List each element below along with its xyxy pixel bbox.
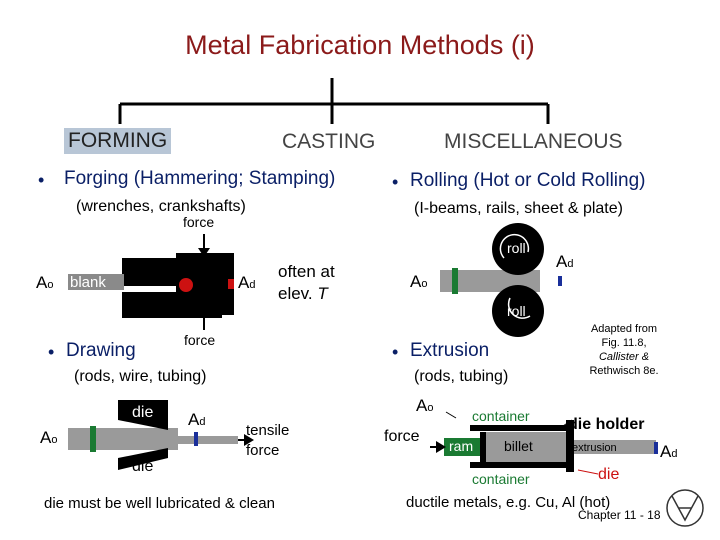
- forging-die-label: die: [96, 248, 118, 265]
- rolling-ad: Ad: [556, 252, 574, 271]
- drawing-die-top: die: [132, 404, 154, 421]
- extrusion-heading: Extrusion: [410, 340, 490, 361]
- die-holder-block: [566, 420, 574, 472]
- drawing-note: die must be well lubricated & clean: [44, 495, 275, 512]
- container-top-wall: [470, 425, 566, 431]
- die-holder-label: die holder: [568, 416, 645, 433]
- roll-bottom-label: roll: [507, 303, 526, 319]
- rolling-green-marker: [452, 268, 458, 294]
- drawn-wire: [168, 436, 238, 444]
- tensile-arrow: [244, 434, 254, 446]
- extrusion-diagram: [430, 411, 658, 475]
- tensile-line1: tensile: [246, 422, 290, 439]
- citation-line4: Rethwisch 8e.: [589, 365, 659, 377]
- roll-top-label: roll: [507, 240, 526, 256]
- extrusion-die-label: die: [598, 466, 620, 483]
- forging-force-top: force: [183, 214, 215, 230]
- drawing-heading: Drawing: [66, 340, 136, 361]
- blank-bar: [68, 274, 124, 290]
- ram-label: ram: [449, 438, 474, 454]
- forging-force-bottom: force: [184, 332, 216, 348]
- roll-bottom: [492, 285, 544, 337]
- extrusion-bar-label: extrusion: [572, 442, 617, 454]
- extrusion-ad: Ad: [660, 442, 678, 461]
- force-arrow-right: [436, 441, 446, 453]
- forging-diagram: [68, 234, 234, 330]
- extrusion-bullet: •: [392, 342, 399, 362]
- forging-ad: Ad: [238, 273, 256, 292]
- die-top-shape: [118, 400, 168, 430]
- container-bottom-label: container: [472, 471, 530, 487]
- container-top-label: container: [472, 408, 530, 424]
- category-forming: FORMING: [64, 128, 172, 154]
- forging-note-line1: often at: [278, 262, 335, 281]
- forging-examples: (wrenches, crankshafts): [76, 198, 246, 215]
- page-title: Metal Fabrication Methods (i): [185, 30, 535, 60]
- footer-logo-icon: [666, 489, 704, 527]
- hierarchy-lines: [118, 78, 550, 124]
- extrusion-bar: [574, 440, 656, 454]
- category-casting: CASTING: [282, 130, 376, 153]
- rolling-blue-marker: [558, 276, 562, 286]
- billet-label: billet: [504, 438, 533, 454]
- drawing-ad: Ad: [188, 410, 206, 429]
- drawn-bar: [68, 428, 178, 450]
- citation-line3: Callister &: [598, 351, 650, 363]
- forging-blank-label: blank: [70, 274, 106, 291]
- rolling-ao: Ao: [410, 272, 428, 291]
- drawing-examples: (rods, wire, tubing): [74, 368, 207, 385]
- forging-marker: [228, 279, 234, 289]
- drawing-diagram: [68, 400, 254, 470]
- roll-top: [492, 223, 544, 275]
- extrusion-examples: (rods, tubing): [414, 368, 509, 385]
- extrusion-ao: Ao: [416, 396, 434, 415]
- container-bottom-wall: [470, 462, 566, 468]
- forging-ao: Ao: [36, 273, 54, 292]
- die-bottom-shape: [118, 448, 168, 470]
- rolling-examples: (I-beams, rails, sheet & plate): [414, 200, 623, 217]
- category-misc: MISCELLANEOUS: [444, 130, 623, 153]
- rolling-bullet: •: [392, 172, 399, 192]
- forging-bullet: •: [38, 170, 45, 190]
- forging-note-line2: elev. T: [278, 284, 328, 303]
- extrusion-force: force: [384, 428, 420, 445]
- citation-line2: Fig. 11.8,: [601, 337, 647, 349]
- citation-line1: Adapted from: [590, 323, 658, 335]
- drawing-bullet: •: [48, 342, 55, 362]
- billet-block: [486, 432, 566, 462]
- footer-chapter: Chapter 11 - 18: [578, 508, 661, 522]
- drawing-ao: Ao: [40, 428, 58, 447]
- extrusion-note: ductile metals, e.g. Cu, Al (hot): [406, 494, 611, 511]
- rolling-diagram: [440, 223, 562, 337]
- tensile-line2: force: [246, 442, 280, 459]
- drawing-die-bottom: die: [132, 458, 154, 475]
- forging-heading: Forging (Hammering; Stamping): [64, 168, 336, 189]
- rolling-heading: Rolling (Hot or Cold Rolling): [410, 170, 646, 191]
- ram-block: [444, 438, 480, 456]
- citation: Adapted from Fig. 11.8, Callister & Reth…: [584, 322, 664, 378]
